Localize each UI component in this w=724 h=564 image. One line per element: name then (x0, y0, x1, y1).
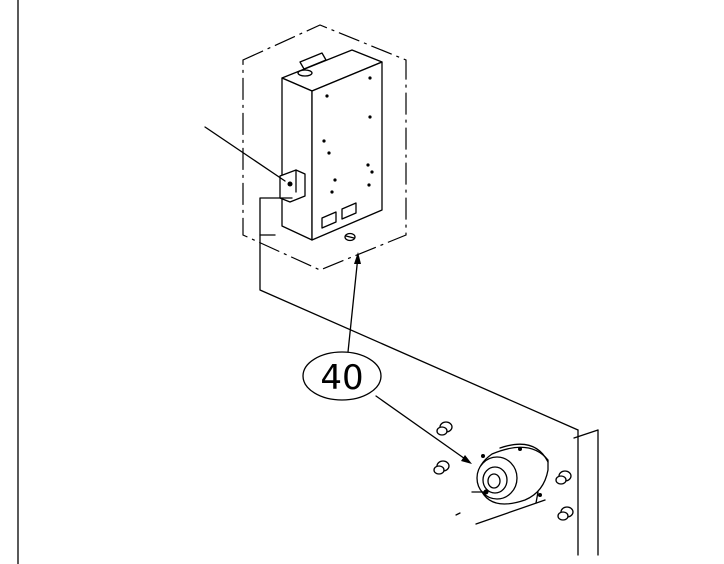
mounting-panel (455, 429, 599, 556)
rubber-mount-top-left (436, 421, 453, 436)
callout-arrow-to-motor (375, 395, 469, 462)
terminal-block (279, 169, 306, 203)
rubber-mount-bottom-right (557, 506, 574, 521)
callout-number: 40 (320, 358, 363, 398)
callout-arrow-to-box (347, 255, 359, 353)
control-box (281, 49, 383, 241)
part-callout-40: 40 (302, 351, 382, 401)
phantom-enclosure-outline (242, 24, 407, 271)
leader-line-terminal (204, 126, 286, 182)
wire-route-line (259, 197, 579, 431)
rubber-mount-left (433, 460, 450, 475)
rubber-mount-right (555, 470, 572, 485)
fan-motor (471, 443, 549, 505)
mounting-screw (344, 232, 356, 242)
